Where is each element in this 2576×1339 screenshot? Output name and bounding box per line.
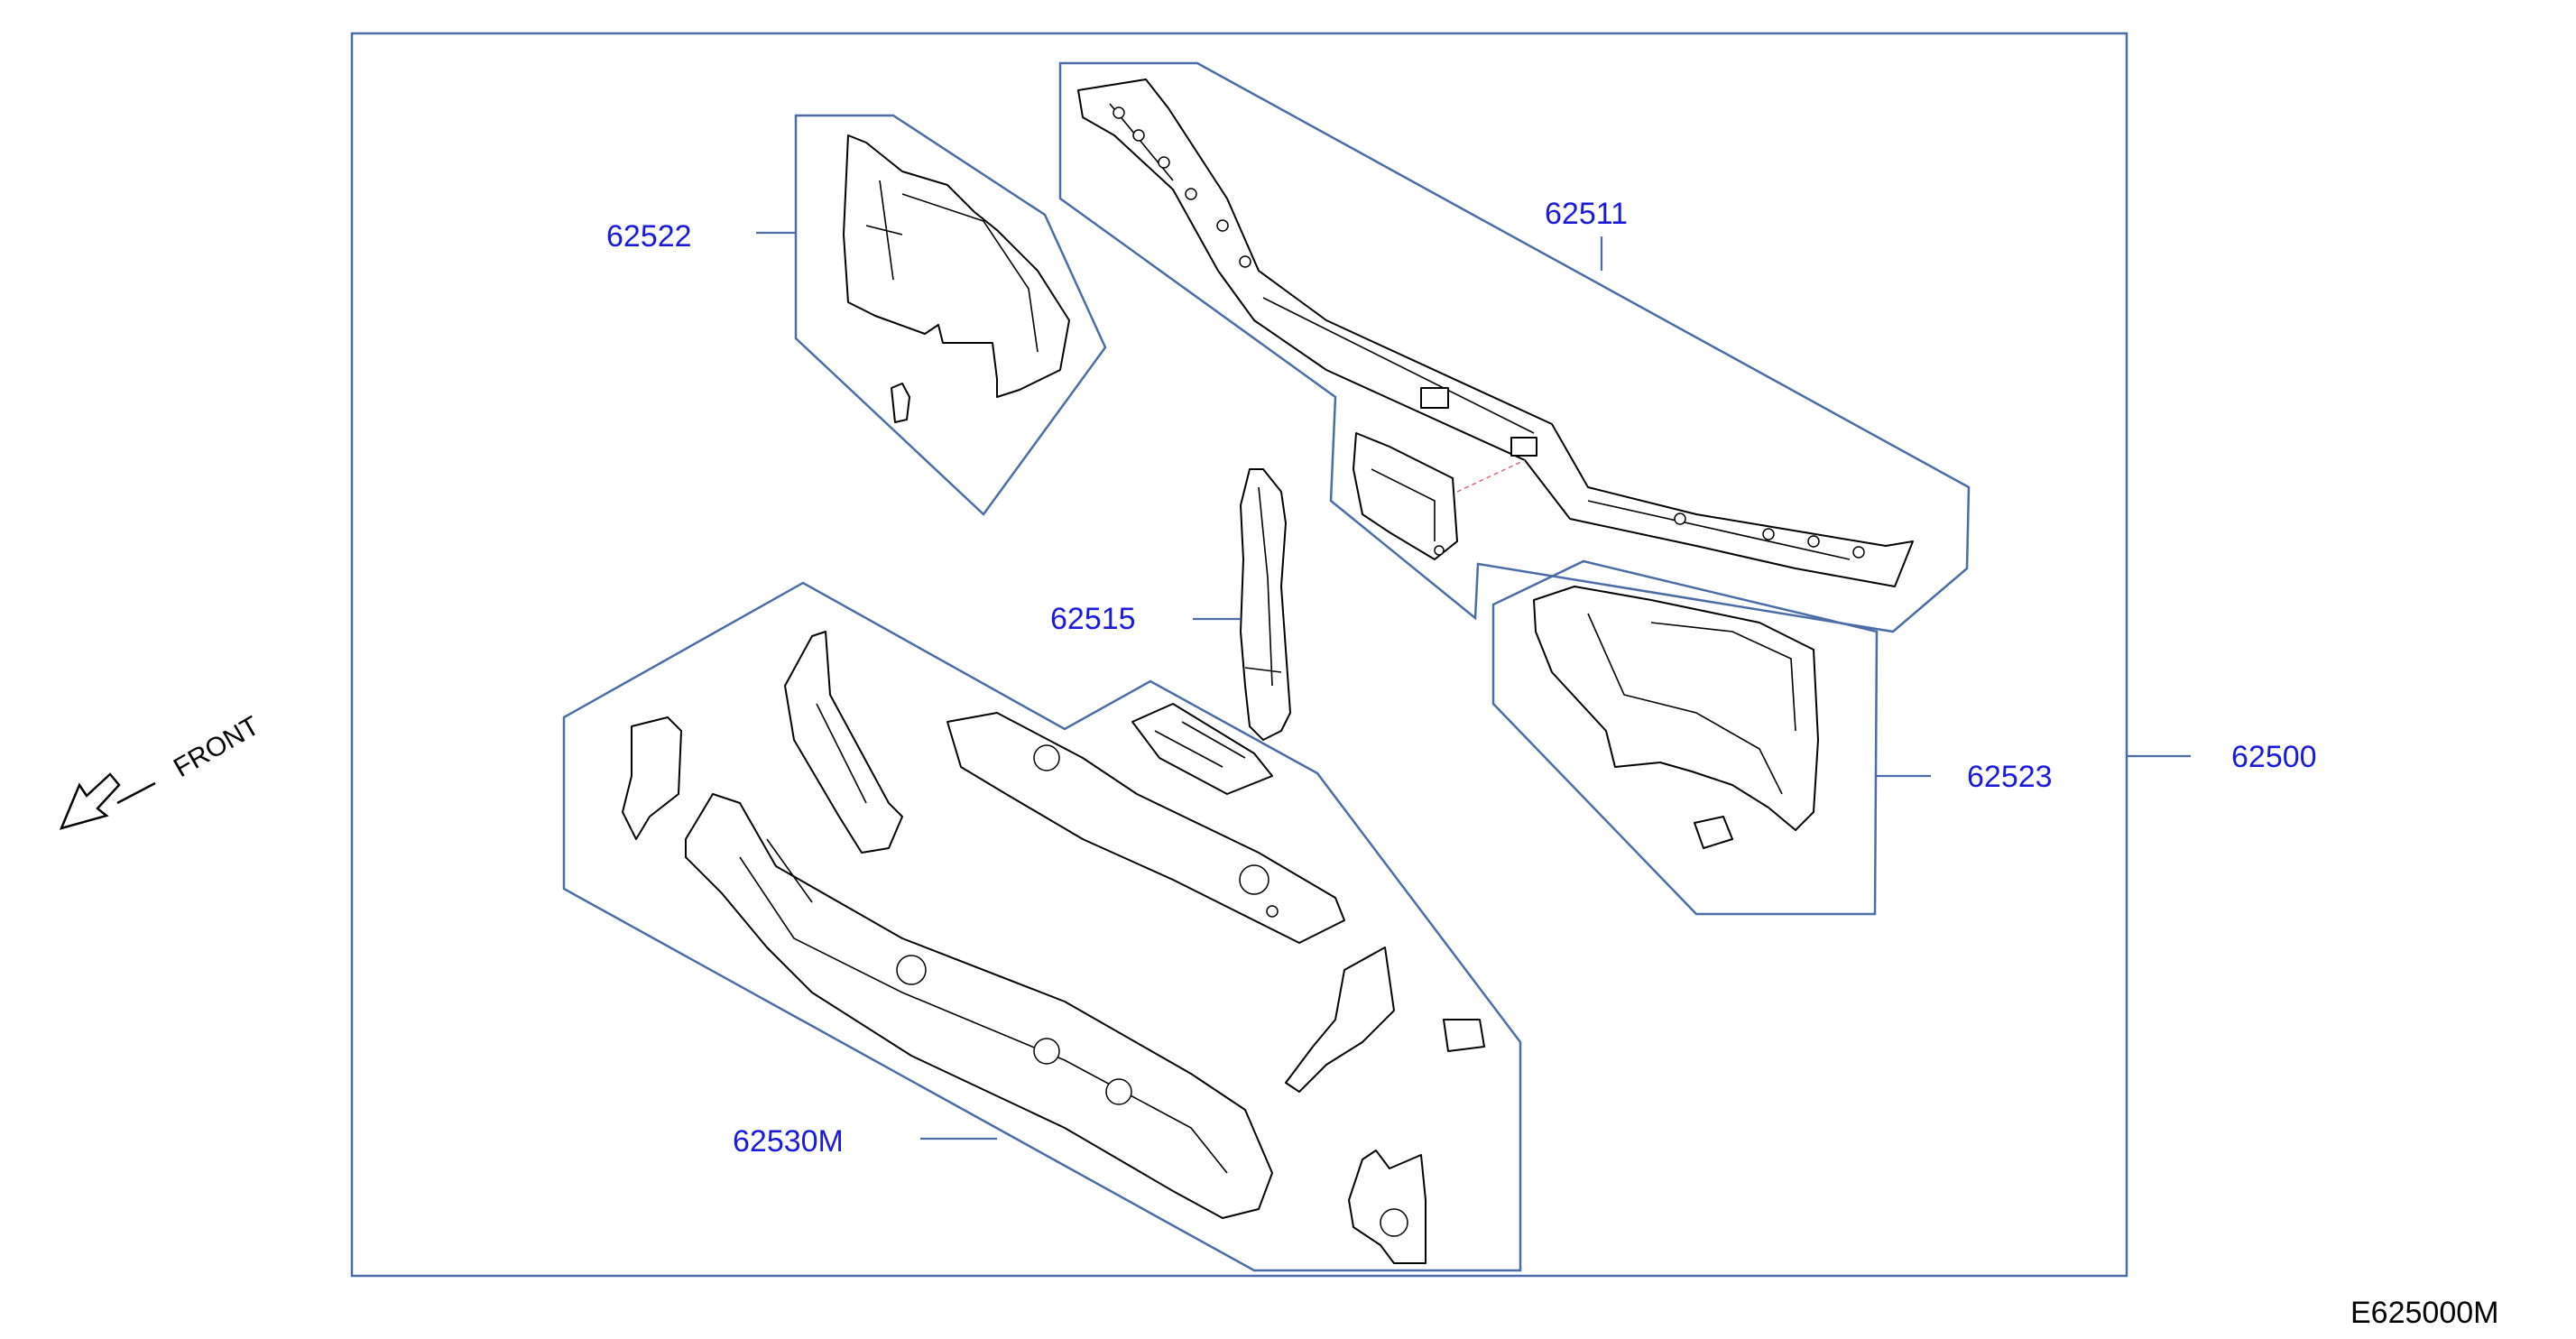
group-outline-62522 xyxy=(794,114,1107,516)
drawing-code: E625000M xyxy=(2350,1296,2498,1330)
part-62523-right-side-panel xyxy=(1533,586,1819,849)
part-62530m-lower-support-assembly xyxy=(622,631,1485,1264)
callout-62523: 62523 xyxy=(1967,760,2053,794)
callout-62530M: 62530M xyxy=(733,1124,844,1159)
callout-62511: 62511 xyxy=(1545,197,1628,231)
callout-62500: 62500 xyxy=(2231,740,2317,774)
part-62511-upper-support xyxy=(1077,78,1914,587)
callout-62522: 62522 xyxy=(606,219,692,254)
front-label: FRONT xyxy=(169,711,264,783)
group-outline-62530M xyxy=(562,581,1522,1272)
part-62515-center-stay xyxy=(1240,468,1291,741)
assembly-frame xyxy=(350,32,2128,1278)
group-outline-62511 xyxy=(1058,61,1971,633)
callout-62515: 62515 xyxy=(1050,602,1136,636)
part-62511-bracket xyxy=(1353,432,1526,560)
part-62522-left-side-panel xyxy=(843,134,1070,423)
group-outline-62523 xyxy=(1491,559,1879,916)
front-direction-arrow-icon xyxy=(59,772,156,830)
